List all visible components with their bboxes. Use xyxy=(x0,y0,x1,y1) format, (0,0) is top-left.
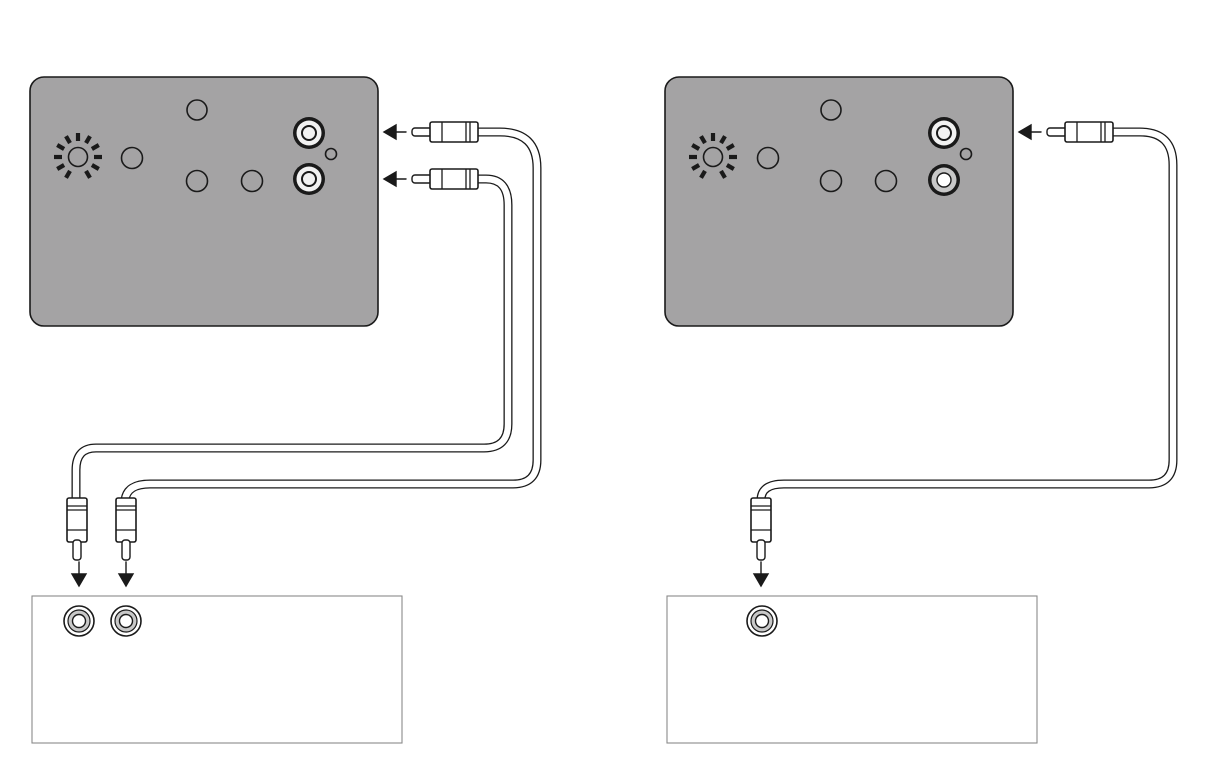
arrow-down-icon xyxy=(119,562,133,586)
input-jack-icon xyxy=(747,606,777,636)
figure-stereo-connection xyxy=(30,77,537,743)
rca-plug-icon xyxy=(1047,122,1113,142)
output-jack-icon xyxy=(928,117,960,149)
rca-plug-icon xyxy=(412,169,478,189)
input-jack-icon xyxy=(64,606,94,636)
arrow-down-icon xyxy=(72,562,86,586)
figure-mono-connection xyxy=(665,77,1173,743)
output-jack-icon xyxy=(928,164,960,196)
arrow-left-icon xyxy=(1019,125,1041,139)
source-device-panel-right xyxy=(665,77,1013,326)
rca-plug-icon xyxy=(751,498,771,560)
arrow-left-icon xyxy=(384,125,406,139)
arrow-down-icon xyxy=(754,562,768,586)
output-jack-icon xyxy=(293,163,325,195)
arrow-left-icon xyxy=(384,172,406,186)
rca-plug-icon xyxy=(67,498,87,560)
receiver-box-right xyxy=(667,596,1037,743)
rca-plug-icon xyxy=(412,122,478,142)
source-device-panel-left xyxy=(30,77,378,326)
rca-plug-icon xyxy=(116,498,136,560)
input-jack-icon xyxy=(111,606,141,636)
output-jack-icon xyxy=(293,117,325,149)
